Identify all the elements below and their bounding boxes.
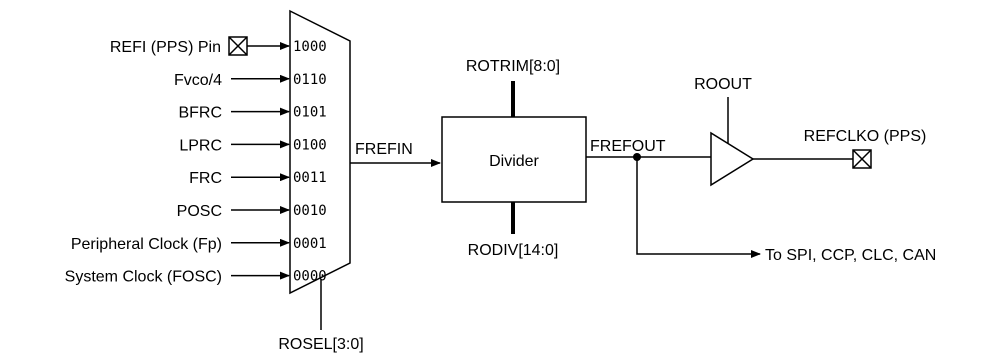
mux-input-label: Peripheral Clock (Fp) xyxy=(71,236,222,253)
mux-select-code: 1000 xyxy=(293,39,327,55)
rosel-label: ROSEL[3:0] xyxy=(278,336,363,353)
mux-input-label: REFI (PPS) Pin xyxy=(110,39,221,56)
rodiv-label: RODIV[14:0] xyxy=(468,242,559,259)
clock-source-multiplexer xyxy=(289,9,351,295)
frefout-label: FREFOUT xyxy=(590,138,666,155)
divider-label: Divider xyxy=(489,153,539,170)
mux-input-row: POSC 0010 xyxy=(177,203,327,220)
mux-input-row: FRC 0011 xyxy=(189,170,327,187)
refclko-label: REFCLKO (PPS) xyxy=(804,128,927,145)
branch-label: To SPI, CCP, CLC, CAN xyxy=(765,247,936,264)
mux-input-row: LPRC 0100 xyxy=(179,137,326,154)
refclko-pin-icon xyxy=(852,149,872,169)
refi-pin-icon xyxy=(228,36,248,56)
mux-select-code: 0010 xyxy=(293,203,327,219)
frefin-label: FREFIN xyxy=(355,141,413,158)
mux-input-label: Fvco/4 xyxy=(174,72,222,89)
rotrim-label: ROTRIM[8:0] xyxy=(466,58,560,75)
mux-input-label: POSC xyxy=(177,203,222,220)
mux-input-label: LPRC xyxy=(179,137,222,154)
mux-select-code: 0101 xyxy=(293,105,327,121)
mux-input-label: System Clock (FOSC) xyxy=(65,269,222,286)
mux-input-label: BFRC xyxy=(178,105,222,122)
branch-line xyxy=(636,157,761,258)
mux-select-code: 0100 xyxy=(293,137,327,153)
mux-input-row: System Clock (FOSC) 0000 xyxy=(65,269,327,286)
mux-input-row: Peripheral Clock (Fp) 0001 xyxy=(71,236,327,253)
divider-block xyxy=(441,116,587,203)
mux-input-row: Fvco/4 0110 xyxy=(174,72,327,89)
mux-select-code: 0001 xyxy=(293,236,327,252)
mux-input-row: BFRC 0101 xyxy=(178,105,326,122)
mux-select-code: 0110 xyxy=(293,72,327,88)
mux-input-label: FRC xyxy=(189,170,222,187)
roout-label: ROOUT xyxy=(694,76,752,93)
output-buffer xyxy=(710,131,755,187)
mux-select-code: 0000 xyxy=(293,269,327,285)
mux-select-code: 0011 xyxy=(293,170,327,186)
mux-input-row: REFI (PPS) Pin 1000 xyxy=(110,36,327,56)
